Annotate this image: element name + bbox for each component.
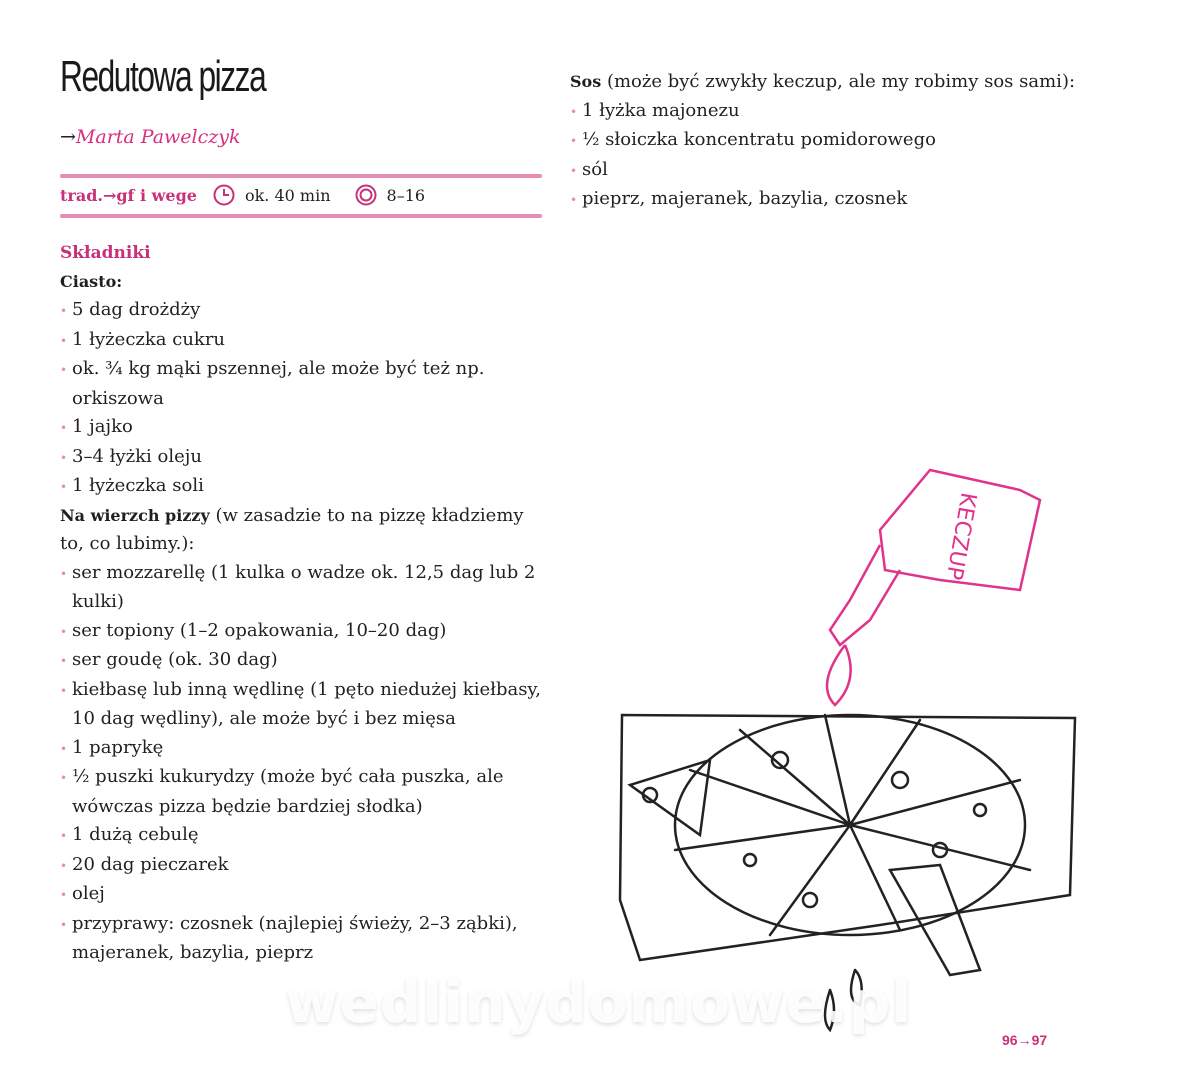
list-item: ser topiony (1–2 opakowania, 10–20 dag) xyxy=(60,617,550,647)
topping-note: (w zasadzie to na pizzę kładziemy to, co… xyxy=(60,504,524,555)
list-item: 1 paprykę xyxy=(60,734,550,764)
sauce-label: Sos xyxy=(570,72,602,91)
slice-left xyxy=(627,758,712,838)
dough-list: 5 dag drożdży 1 łyżeczka cukru ok. ¾ kg … xyxy=(60,296,550,502)
sauce-note: (może być zwykły keczup, ale my robimy s… xyxy=(601,71,1076,92)
recipe-title: Redutowa pizza xyxy=(60,52,267,101)
divider xyxy=(60,214,542,218)
ingredients-heading: Składniki xyxy=(60,243,151,263)
pizza-illustration: KECZUP xyxy=(618,468,1077,1033)
list-item: przyprawy: czosnek (najlepiej świeży, 2–… xyxy=(60,910,550,968)
list-item: ser mozzarellę (1 kulka o wadze ok. 12,5… xyxy=(60,559,550,617)
topping-label: Na wierzch pizzy xyxy=(60,505,210,525)
list-item: 1 łyżeczka cukru xyxy=(60,326,550,356)
board xyxy=(618,713,1077,962)
dough-label: Ciasto: xyxy=(60,271,123,291)
list-item: 1 dużą cebulę xyxy=(60,821,550,851)
arrow-icon: → xyxy=(60,126,76,148)
author-name: Marta Pawelczyk xyxy=(75,126,241,148)
prep-time: ok. 40 min xyxy=(244,185,331,205)
servings-icon xyxy=(355,184,377,206)
list-item: 1 łyżeczka soli xyxy=(60,472,550,502)
divider xyxy=(60,174,542,178)
list-item: ok. ¾ kg mąki pszennej, ale może być też… xyxy=(60,355,550,413)
diet-tag: trad.→gf i wege xyxy=(60,185,197,205)
author: →Marta Pawelczyk xyxy=(60,126,241,148)
clock-icon xyxy=(213,184,235,206)
ingredients-section: Składniki Ciasto: 5 dag drożdży 1 łyżecz… xyxy=(60,239,550,968)
watermark: wedlinydomowe.pl xyxy=(285,968,913,1036)
list-item: kiełbasę lub inną wędlinę (1 pęto nieduż… xyxy=(60,676,550,734)
list-item: 5 dag drożdży xyxy=(60,296,550,326)
topping-list: ser mozzarellę (1 kulka o wadze ok. 12,5… xyxy=(60,559,550,968)
list-item: 1 jajko xyxy=(60,413,550,443)
sauce-heading: Sos (może być zwykły keczup, ale my robi… xyxy=(570,68,1090,97)
sauce-section: Sos (może być zwykły keczup, ale my robi… xyxy=(570,68,1090,215)
list-item: ser goudę (ok. 30 dag) xyxy=(60,646,550,676)
servings: 8–16 xyxy=(386,185,426,205)
list-item: ½ słoiczka koncentratu pomidorowego xyxy=(570,126,1090,156)
list-item: pieprz, majeranek, bazylia, czosnek xyxy=(570,185,1090,215)
list-item: sól xyxy=(570,156,1090,186)
slice-right xyxy=(887,863,982,977)
list-item: 1 łyżka majonezu xyxy=(570,97,1090,127)
page-numbers: 96→97 xyxy=(1002,1032,1048,1048)
list-item: ½ puszki kukurydzy (może być cała puszka… xyxy=(60,763,550,821)
bottle-label: KECZUP xyxy=(941,490,981,581)
list-item: 20 dag pieczarek xyxy=(60,851,550,881)
recipe-meta: trad.→gf i wege ok. 40 min 8–16 xyxy=(60,184,425,206)
list-item: olej xyxy=(60,880,550,910)
list-item: 3–4 łyżki oleju xyxy=(60,443,550,473)
ketchup-bottle: KECZUP xyxy=(825,468,1042,707)
topping-heading: Na wierzch pizzy (w zasadzie to na pizzę… xyxy=(60,502,550,559)
pizza xyxy=(673,713,1027,937)
